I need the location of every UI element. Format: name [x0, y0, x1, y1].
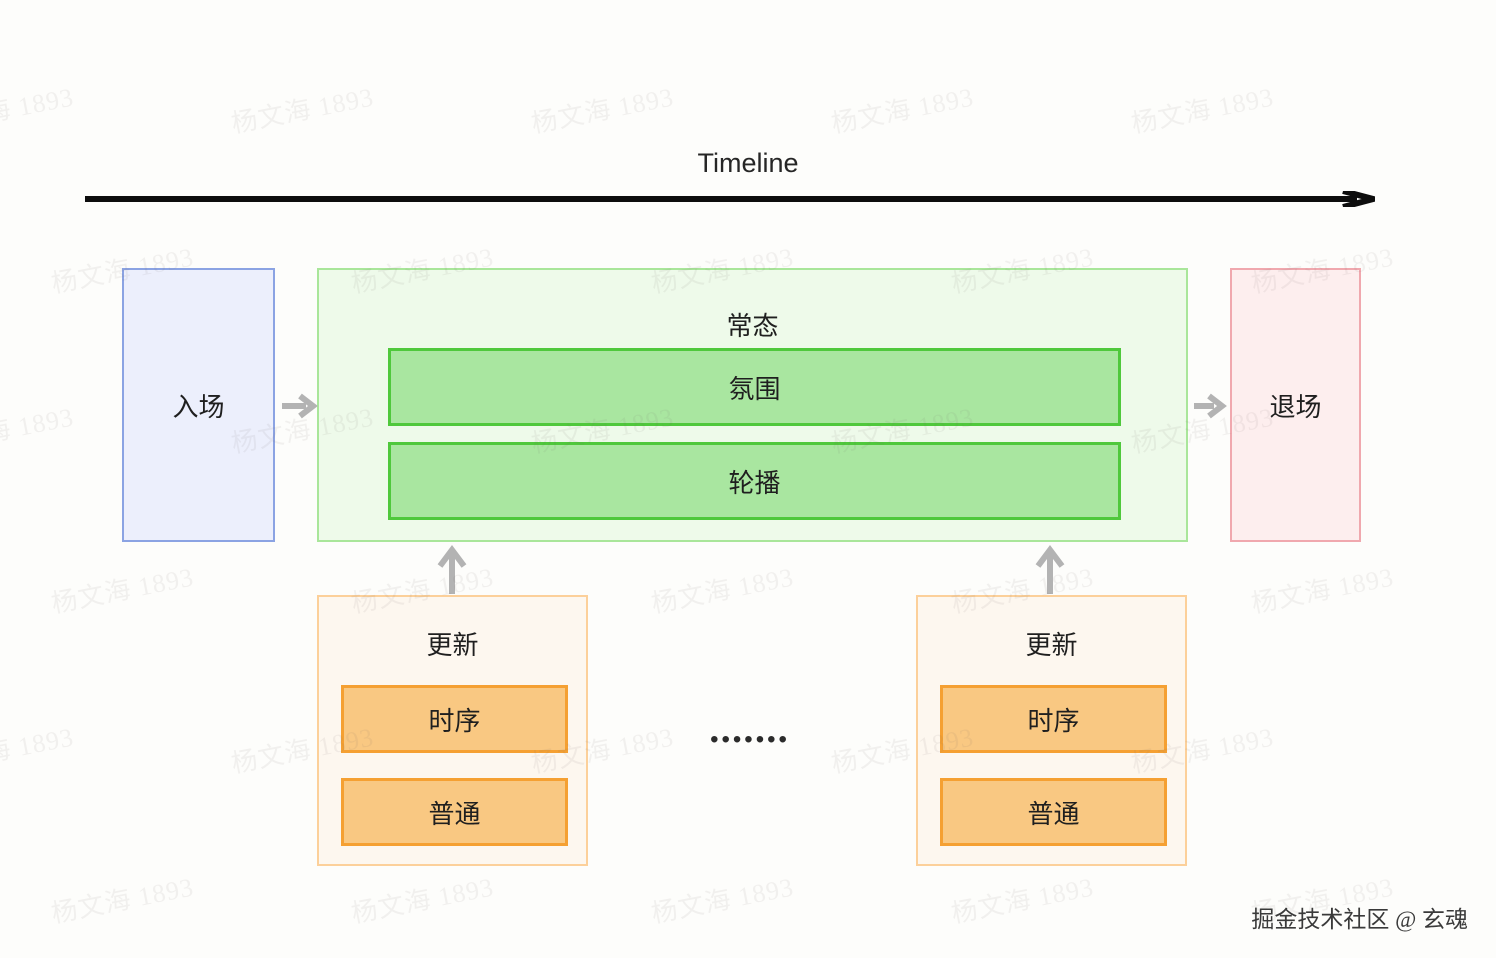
- node-entry-label: 入场: [172, 391, 225, 422]
- node-normal-state-title: 常态: [726, 311, 779, 341]
- node-update-group-1-title: 更新: [426, 630, 479, 660]
- node-exit[interactable]: 退场: [1230, 268, 1361, 542]
- node-update-2-sequence-label: 时序: [1027, 705, 1080, 736]
- ellipsis-separator: •••••••: [710, 726, 790, 753]
- node-exit-label: 退场: [1269, 391, 1322, 422]
- node-entry[interactable]: 入场: [122, 268, 275, 542]
- node-update-1-sequence-label: 时序: [428, 705, 481, 736]
- node-update-group-2[interactable]: 更新 时序 普通: [916, 595, 1187, 866]
- node-update-group-2-title: 更新: [1025, 630, 1078, 660]
- node-ambience-label: 氛围: [728, 373, 781, 404]
- timeline-arrow-icon: [85, 191, 1375, 207]
- node-update-1-normal-label: 普通: [428, 798, 481, 829]
- node-normal-state-group[interactable]: 常态 氛围 轮播: [317, 268, 1188, 542]
- node-ambience[interactable]: 氛围: [388, 348, 1121, 426]
- node-update-2-normal[interactable]: 普通: [940, 778, 1167, 846]
- node-update-2-sequence[interactable]: 时序: [940, 685, 1167, 753]
- attribution-label: 掘金技术社区 @ 玄魂: [1251, 907, 1468, 932]
- node-update-1-normal[interactable]: 普通: [341, 778, 568, 846]
- node-update-1-sequence[interactable]: 时序: [341, 685, 568, 753]
- timeline-label: Timeline: [697, 148, 799, 178]
- node-update-2-normal-label: 普通: [1027, 798, 1080, 829]
- node-carousel[interactable]: 轮播: [388, 442, 1121, 520]
- node-update-group-1[interactable]: 更新 时序 普通: [317, 595, 588, 866]
- node-carousel-label: 轮播: [728, 467, 781, 498]
